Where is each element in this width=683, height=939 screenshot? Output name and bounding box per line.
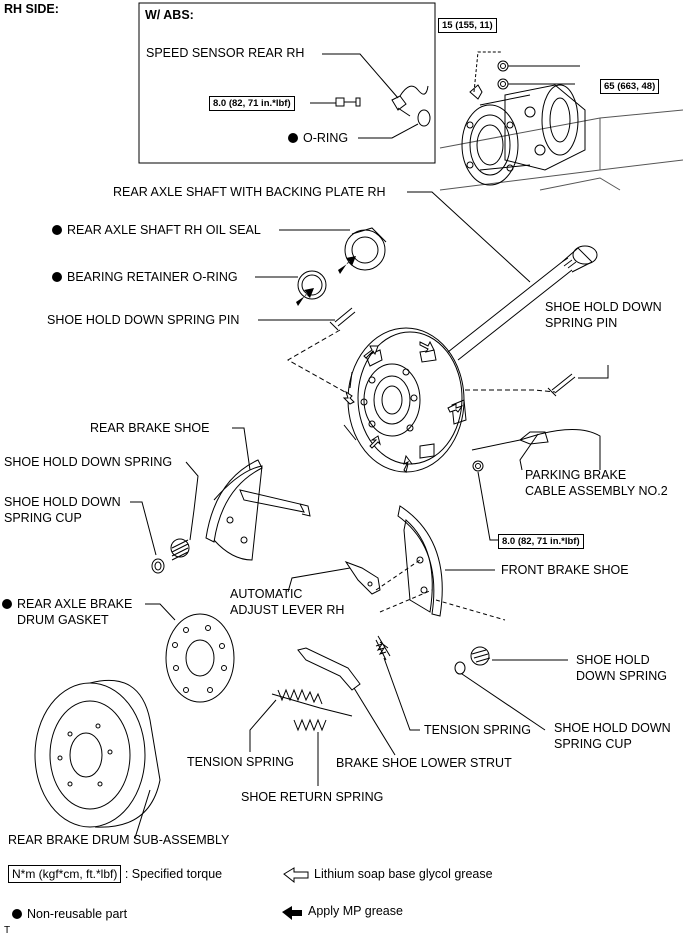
- label-parking-cable-1: PARKING BRAKE: [525, 468, 627, 482]
- label-drum: REAR BRAKE DRUM SUB-ASSEMBLY: [8, 833, 230, 847]
- footer-code: T: [4, 925, 11, 936]
- non-reusable-dot: [2, 599, 12, 609]
- return-spring-drawing: [293, 718, 327, 732]
- brake-drum-drawing: [34, 679, 161, 828]
- label-pin-right-2: SPRING PIN: [545, 316, 618, 330]
- lower-strut-drawing: [297, 647, 361, 691]
- label-front-shoe: FRONT BRAKE SHOE: [501, 563, 629, 577]
- label-cup-left-1: SHOE HOLD DOWN: [4, 495, 121, 509]
- non-reusable-dot: [288, 133, 298, 143]
- drum-gasket-drawing: [165, 613, 235, 703]
- label-tension-spring-left: TENSION SPRING: [187, 755, 294, 769]
- adjust-lever-drawing: [344, 560, 381, 595]
- torque-box-15: 15 (155, 11): [438, 18, 497, 33]
- torque-box-65: 65 (663, 48): [600, 79, 660, 94]
- lithium-grease-arrows: [342, 340, 464, 473]
- label-oil-seal: REAR AXLE SHAFT RH OIL SEAL: [52, 223, 261, 238]
- hold-spring-right-drawing: [470, 646, 491, 666]
- legend-lithium: Lithium soap base glycol grease: [314, 867, 493, 881]
- abs-inset-frame: [138, 2, 436, 164]
- label-return-spring: SHOE RETURN SPRING: [241, 790, 384, 804]
- label-rear-shoe: REAR BRAKE SHOE: [90, 421, 210, 435]
- legend-lithium-arrow: [283, 867, 309, 884]
- label-o-ring-text: O-RING: [303, 131, 349, 145]
- axle-shaft-drawing: [447, 245, 598, 361]
- legend-mp: Apply MP grease: [308, 904, 403, 918]
- hold-spring-left-drawing: [170, 538, 190, 561]
- label-pin-left: SHOE HOLD DOWN SPRING PIN: [47, 313, 240, 327]
- backing-plate-drawing: [343, 327, 467, 473]
- label-adjust-lever-1: AUTOMATIC: [230, 587, 303, 601]
- non-reusable-dot: [52, 225, 62, 235]
- label-pin-right-1: SHOE HOLD DOWN: [545, 300, 662, 314]
- speed-sensor-drawing: [335, 85, 431, 127]
- legend-non-reusable-text: Non-reusable part: [27, 907, 128, 921]
- parking-cable-drawing: [471, 429, 601, 472]
- legend-torque-box: N*m (kgf*cm, ft.*lbf): [8, 865, 122, 883]
- legend-torque: N*m (kgf*cm, ft.*lbf) : Specified torque: [8, 865, 223, 883]
- side-title: RH SIDE:: [4, 2, 59, 16]
- label-oil-seal-text: REAR AXLE SHAFT RH OIL SEAL: [67, 223, 261, 237]
- torque-box-sensor-bolt: 8.0 (82, 71 in.*lbf): [209, 96, 295, 111]
- legend-non-reusable: Non-reusable part: [12, 907, 127, 922]
- tension-spring-left-drawing: [271, 688, 353, 717]
- label-hold-spring-right-2: DOWN SPRING: [576, 669, 667, 683]
- axle-housing-drawing: [439, 51, 683, 191]
- label-lower-strut: BRAKE SHOE LOWER STRUT: [336, 756, 512, 770]
- oil-seal-drawing: [344, 227, 387, 271]
- label-retainer-oring-text: BEARING RETAINER O-RING: [67, 270, 238, 284]
- label-hold-spring-right-1: SHOE HOLD: [576, 653, 650, 667]
- label-retainer-oring: BEARING RETAINER O-RING: [52, 270, 238, 285]
- label-cup-right-1: SHOE HOLD DOWN: [554, 721, 671, 735]
- hold-down-pin-right: [547, 373, 576, 397]
- cup-right-drawing: [454, 661, 466, 675]
- cup-left-drawing: [151, 558, 165, 574]
- label-cup-left-2: SPRING CUP: [4, 511, 82, 525]
- non-reusable-dot: [12, 909, 22, 919]
- label-drum-gasket-2: DRUM GASKET: [17, 613, 109, 627]
- label-cup-right-2: SPRING CUP: [554, 737, 632, 751]
- label-hold-spring-left: SHOE HOLD DOWN SPRING: [4, 455, 173, 469]
- torque-box-cable-bolt: 8.0 (82, 71 in.*lbf): [498, 534, 584, 549]
- label-axle-shaft: REAR AXLE SHAFT WITH BACKING PLATE RH: [113, 185, 386, 199]
- front-brake-shoe-drawing: [397, 505, 443, 617]
- abs-title: W/ ABS:: [145, 8, 194, 22]
- label-drum-gasket-1: REAR AXLE BRAKE: [2, 597, 132, 612]
- legend-mp-arrow: [282, 906, 302, 920]
- tension-spring-right-drawing: [375, 635, 391, 661]
- label-o-ring: O-RING: [288, 131, 348, 146]
- non-reusable-dot: [52, 272, 62, 282]
- label-drum-gasket-1-text: REAR AXLE BRAKE: [17, 597, 133, 611]
- retainer-oring-drawing: [297, 270, 327, 300]
- rear-brake-shoe-drawing: [205, 459, 311, 561]
- hold-down-pin-left: [329, 307, 356, 331]
- legend-torque-text: : Specified torque: [124, 867, 223, 881]
- label-speed-sensor: SPEED SENSOR REAR RH: [146, 46, 305, 60]
- label-parking-cable-2: CABLE ASSEMBLY NO.2: [525, 484, 668, 498]
- label-tension-spring-right: TENSION SPRING: [424, 723, 531, 737]
- mp-grease-arrows: [296, 256, 356, 306]
- label-adjust-lever-2: ADJUST LEVER RH: [230, 603, 345, 617]
